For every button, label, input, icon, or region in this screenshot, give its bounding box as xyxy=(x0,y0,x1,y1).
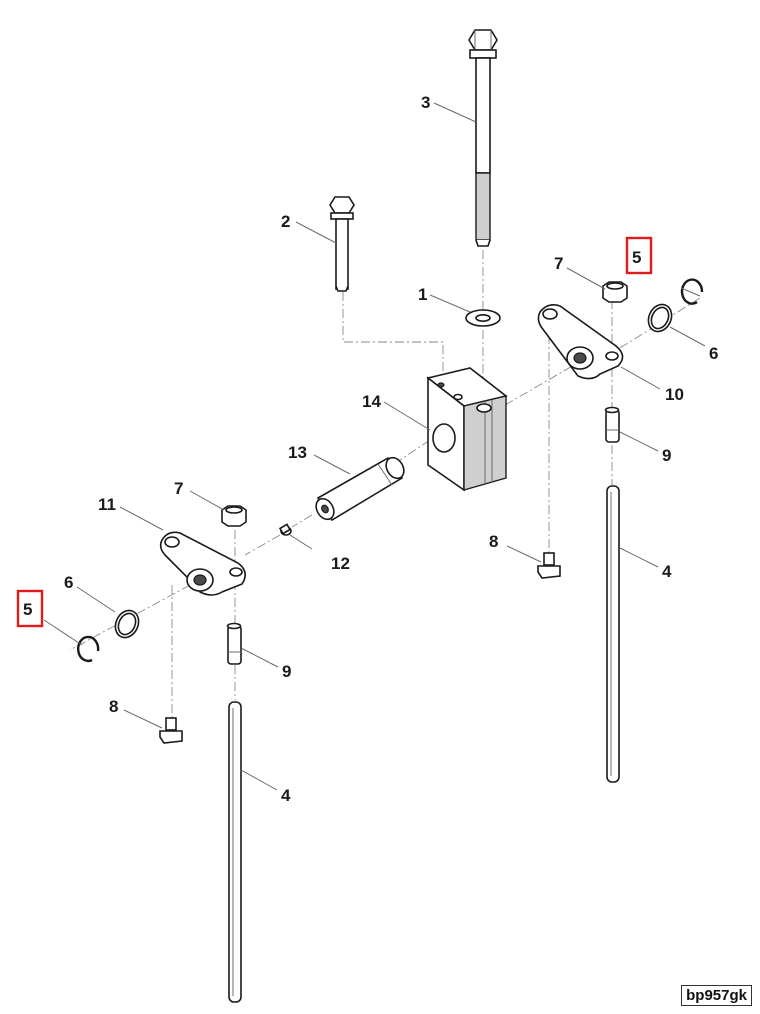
callout-6-right: 6 xyxy=(709,344,718,363)
callout-8-left: 8 xyxy=(109,697,118,716)
callout-leaders xyxy=(43,102,706,791)
part-pushrod-right xyxy=(606,485,620,783)
part-adjusting-screw-right xyxy=(537,552,561,579)
callout-9-right: 9 xyxy=(662,446,671,465)
part-pushrod-tip-right xyxy=(604,406,620,443)
callout-4-right: 4 xyxy=(662,562,672,581)
part-rocker-support-block xyxy=(426,367,508,492)
part-nut-left xyxy=(221,505,247,527)
callout-13: 13 xyxy=(288,443,307,462)
part-ring-right xyxy=(647,303,673,333)
part-nut-right xyxy=(602,281,628,303)
callout-4-left: 4 xyxy=(281,786,291,805)
part-rocker-arm-right xyxy=(537,304,624,380)
part-circlip-left xyxy=(76,635,100,663)
part-long-bolt xyxy=(468,29,498,247)
callout-8-right: 8 xyxy=(489,532,498,551)
part-ring-left xyxy=(114,609,140,639)
callout-12: 12 xyxy=(331,554,350,573)
callout-7-left: 7 xyxy=(174,479,183,498)
callout-5-left: 5 xyxy=(23,600,32,619)
callout-9-left: 9 xyxy=(282,662,291,681)
callout-3: 3 xyxy=(421,93,430,112)
highlighted-callout-5-left: 5 xyxy=(16,589,44,628)
callout-2: 2 xyxy=(281,212,290,231)
part-pushrod-left xyxy=(228,701,242,1003)
callout-labels: 1 2 3 4 4 6 6 7 7 8 8 9 9 10 11 12 13 14 xyxy=(64,93,718,805)
callout-11: 11 xyxy=(98,495,116,514)
part-short-bolt xyxy=(329,196,355,292)
callout-14: 14 xyxy=(362,392,381,411)
diagram-reference-code: bp957gk xyxy=(681,985,752,1006)
callout-5-right: 5 xyxy=(632,248,641,267)
callout-7-right: 7 xyxy=(554,254,563,273)
highlighted-callout-5-right: 5 xyxy=(625,236,653,275)
highlight-box-right xyxy=(625,236,653,275)
part-rocker-arm-left xyxy=(159,531,246,596)
callout-10: 10 xyxy=(665,385,684,404)
highlight-box-left xyxy=(16,589,44,628)
part-pushrod-tip-left xyxy=(226,622,242,665)
part-adjusting-screw-left xyxy=(159,717,183,744)
part-rocker-shaft xyxy=(315,456,405,522)
callout-6-left: 6 xyxy=(64,573,73,592)
part-plug xyxy=(278,523,292,536)
part-circlip-right xyxy=(680,278,704,305)
callout-1: 1 xyxy=(418,285,427,304)
part-washer xyxy=(465,309,501,327)
